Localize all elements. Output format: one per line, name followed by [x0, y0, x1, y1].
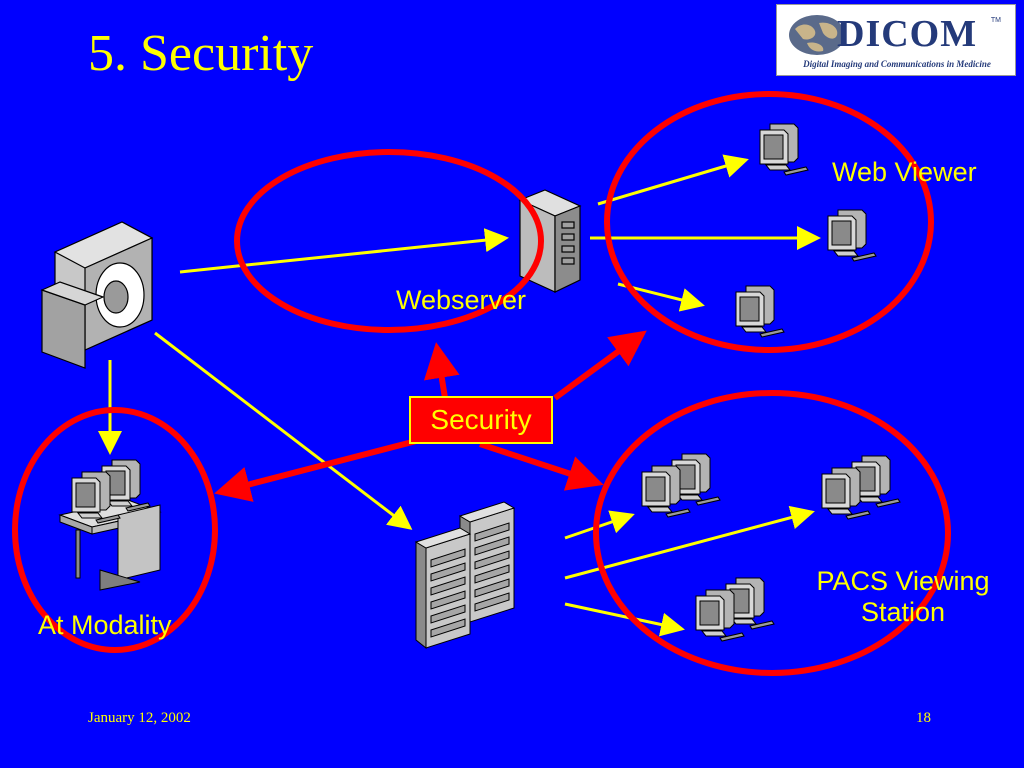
label-at-modality: At Modality	[38, 610, 172, 640]
dicom-logo: DICOM TM Digital Imaging and Communicati…	[776, 4, 1016, 76]
label-webserver: Webserver	[396, 285, 527, 315]
footer-page-number: 18	[916, 710, 931, 726]
dual-monitor-icon	[822, 456, 900, 519]
flow-webserver-to-viewer-1	[597, 154, 749, 206]
flow-archive-to-pacs-3	[564, 602, 685, 637]
workstation-desk-icon	[58, 460, 162, 591]
security-zone-circles	[12, 91, 951, 676]
logo-tagline: Digital Imaging and Communications in Me…	[803, 59, 991, 69]
logo-trademark: TM	[990, 17, 1001, 24]
label-pacs-line-2: Station	[860, 597, 946, 628]
dual-monitor-icon	[696, 578, 774, 641]
web-viewer-monitors	[735, 123, 877, 338]
security-arrow-to-web-viewer	[553, 330, 647, 401]
tower-server-icon	[518, 189, 582, 293]
globe-icon	[789, 15, 845, 55]
flow-modality-to-archive	[154, 331, 413, 530]
slide-title: 5. Security	[88, 25, 314, 82]
monitor-icon	[759, 123, 809, 176]
footer-date: January 12, 2002	[88, 710, 191, 726]
server-rack-icon	[415, 501, 515, 649]
label-pacs-viewing-station: PACS Viewing Station	[794, 566, 1012, 628]
flow-archive-to-pacs-2	[564, 505, 815, 580]
security-zone-webserver	[234, 149, 544, 333]
logo-wordmark: DICOM	[837, 13, 978, 55]
security-arrows	[214, 330, 647, 502]
dual-monitor-icon	[642, 454, 720, 517]
security-arrow-to-modality	[214, 437, 421, 502]
flow-modality-to-webserver	[179, 228, 509, 274]
security-box: Security	[409, 396, 553, 444]
security-arrow-to-webserver	[423, 342, 460, 399]
security-zone-modality	[12, 407, 218, 653]
modality-scanner-icon	[40, 221, 154, 369]
security-zone-web-viewer	[604, 91, 934, 353]
security-arrow-to-pacs	[479, 441, 604, 491]
label-web-viewer: Web Viewer	[832, 157, 977, 187]
monitor-icon	[735, 285, 785, 338]
monitor-icon	[827, 209, 877, 262]
label-pacs-line-1: PACS Viewing	[816, 566, 990, 596]
security-zone-pacs	[593, 390, 951, 676]
